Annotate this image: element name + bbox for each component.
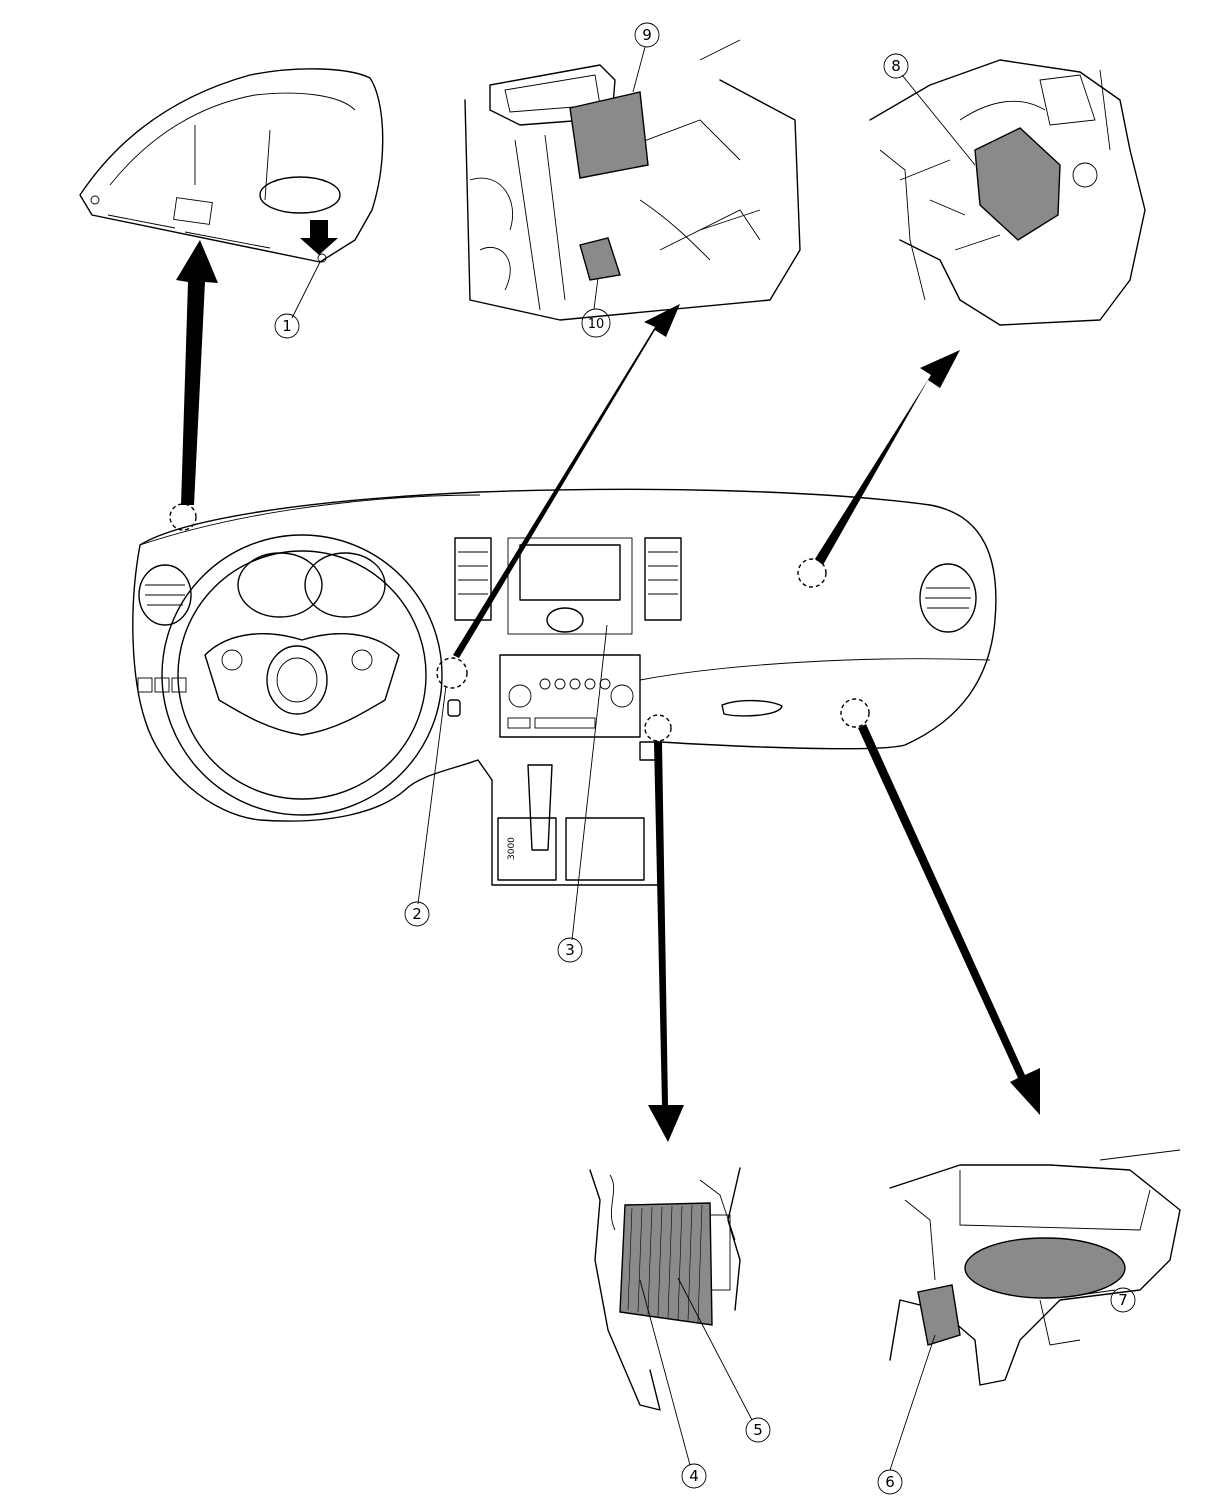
detail-view-9-10	[464, 39, 801, 321]
component-4-5-filter	[619, 1202, 713, 1326]
pointer-arrows	[176, 240, 1040, 1142]
audio-unit	[499, 654, 641, 738]
location-marker-4	[644, 714, 672, 742]
arrow-to-view-6-7	[858, 724, 1040, 1115]
right-vent	[919, 563, 977, 633]
callout-5: 5	[745, 1417, 771, 1443]
svg-text:6: 6	[885, 1473, 895, 1491]
instrument-panel-view: 3000	[132, 488, 997, 886]
location-marker-6	[840, 698, 870, 728]
arrow-to-view-8	[815, 350, 960, 565]
location-marker-1	[169, 503, 197, 531]
callouts: 1 2 3 4 5 6 7 8 9 10	[274, 22, 1136, 1495]
arrow-to-view-9-10	[453, 304, 680, 658]
dash-top-line	[139, 494, 481, 546]
component-6	[917, 1284, 961, 1346]
callout-4: 4	[681, 1463, 707, 1489]
glovebox-handle	[721, 699, 783, 717]
display-screen	[519, 544, 621, 601]
callout-10: 10	[581, 308, 611, 338]
dash-outline	[132, 488, 997, 886]
detail-view-4-5	[589, 1167, 753, 1466]
arrow-to-view-1	[176, 240, 218, 505]
arrow-to-view-4-5	[648, 742, 684, 1142]
component-7	[964, 1237, 1126, 1299]
shift-lever	[527, 764, 553, 851]
callout-6: 6	[877, 1469, 903, 1495]
left-center-vent	[454, 537, 492, 621]
callout-7: 7	[1110, 1287, 1136, 1313]
shifter-plate-text: 3000	[507, 837, 517, 860]
svg-text:10: 10	[588, 317, 605, 332]
glovebox-line	[639, 658, 991, 681]
callout-1: 1	[274, 313, 300, 339]
location-marker-2	[436, 657, 468, 689]
callout-3: 3	[557, 937, 583, 963]
svg-text:7: 7	[1118, 1291, 1128, 1309]
right-center-vent	[644, 537, 682, 621]
steering-wheel	[161, 534, 443, 816]
left-vent	[138, 564, 192, 626]
control-knob	[546, 607, 584, 633]
svg-text:2: 2	[412, 905, 422, 923]
component-10	[579, 237, 621, 281]
callout-8: 8	[883, 53, 909, 79]
svg-text:8: 8	[891, 57, 901, 75]
svg-text:1: 1	[282, 317, 292, 335]
center-stack: 3000	[454, 537, 682, 881]
callout-2: 2	[404, 901, 430, 927]
detail-view-8	[869, 59, 1146, 326]
svg-text:5: 5	[753, 1421, 763, 1439]
detail-view-1	[79, 68, 384, 319]
svg-text:9: 9	[642, 26, 652, 44]
location-marker-8	[797, 558, 827, 588]
detail-view-6-7	[889, 1149, 1181, 1471]
svg-text:3: 3	[565, 941, 575, 959]
component-9	[569, 91, 649, 179]
component-8	[974, 127, 1061, 241]
callout-9: 9	[634, 22, 660, 48]
svg-text:4: 4	[689, 1467, 699, 1485]
